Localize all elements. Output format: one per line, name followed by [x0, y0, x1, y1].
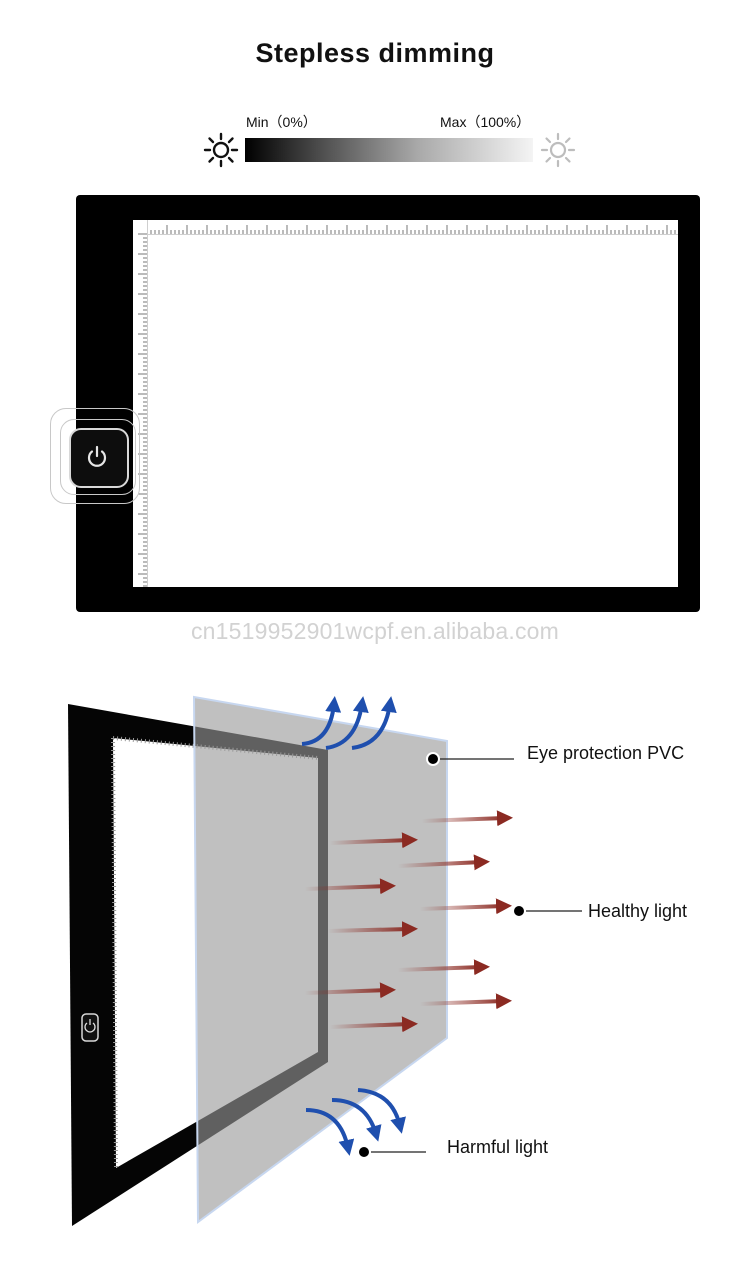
top-ruler [133, 220, 678, 235]
sun-dark-icon [203, 132, 239, 168]
min-brightness-label: Min（0%） [246, 114, 317, 130]
watermark-text: cn1519952901wcpf.en.alibaba.com [190, 618, 560, 644]
power-button[interactable] [69, 428, 129, 488]
harmful-light-arrows-bottom [305, 1088, 406, 1156]
angled-power-button [81, 1013, 99, 1042]
sun-light-icon [540, 132, 576, 168]
callout-healthy [512, 904, 582, 918]
light-pad-screen [133, 220, 678, 587]
brightness-gradient-bar [245, 138, 533, 162]
pvc-sheet [192, 695, 448, 1224]
eye-protection-diagram [68, 695, 582, 1226]
label-eye-protection-pvc: Eye protection PVC [527, 743, 685, 763]
power-icon [87, 445, 107, 467]
left-ruler [133, 220, 148, 587]
callout-pvc [426, 752, 514, 766]
max-brightness-label: Max（100%） [440, 114, 531, 130]
label-healthy-light: Healthy light [588, 901, 688, 921]
healthy-light-arrows [304, 810, 513, 1033]
button-highlight-ring-outer [50, 408, 140, 504]
callout-harmful [357, 1145, 426, 1159]
harmful-light-arrows-top [301, 696, 397, 750]
button-highlight-ring-inner [60, 419, 136, 495]
label-harmful-light: Harmful light [447, 1137, 549, 1157]
page-title: Stepless dimming [255, 38, 495, 68]
